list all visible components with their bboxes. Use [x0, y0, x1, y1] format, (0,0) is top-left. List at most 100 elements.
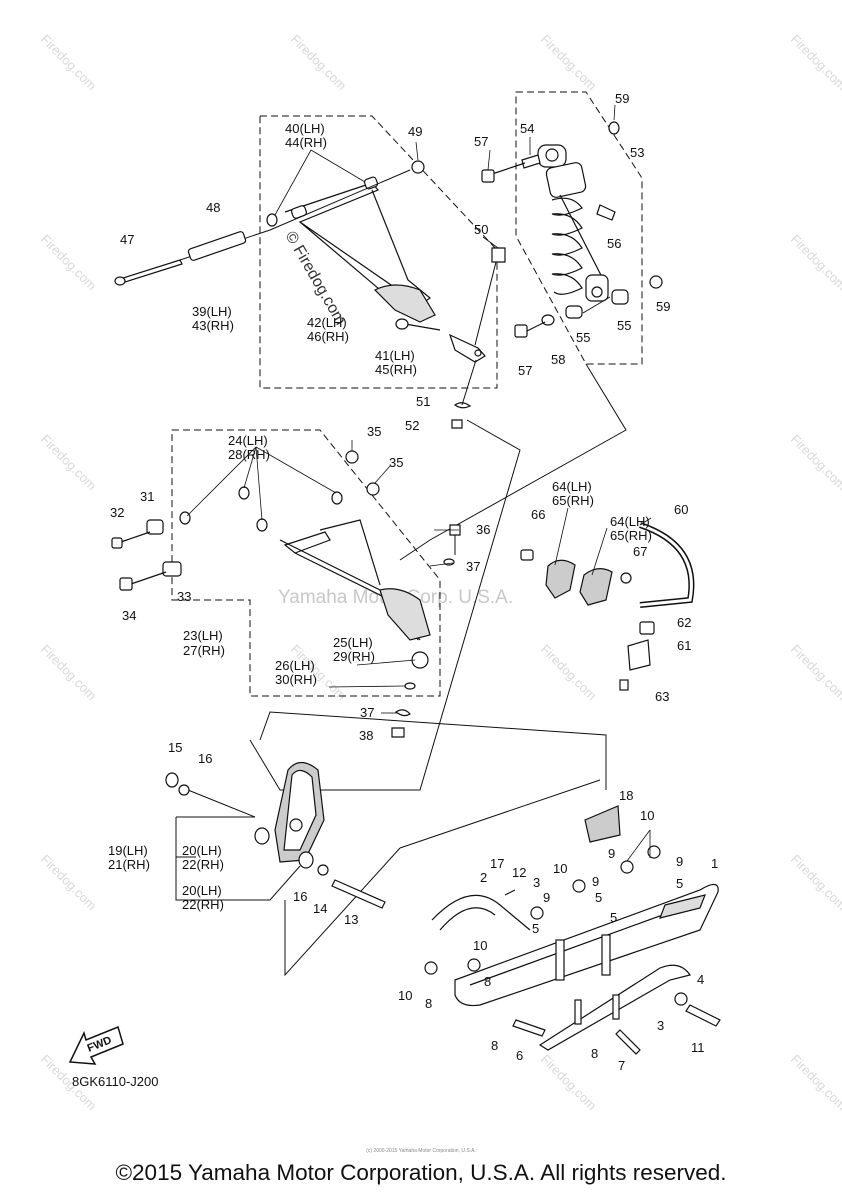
part-label-8: 8 [425, 996, 432, 1011]
part-label-3: 3 [657, 1018, 664, 1033]
part-labels: 1 2 3 3 4 5 5 5 5 6 7 8 8 8 8 9 9 9 9 10… [108, 91, 718, 1073]
part-label-31: 31 [140, 489, 154, 504]
part-label-63: 63 [655, 689, 669, 704]
copyright-footer: ©2015 Yamaha Motor Corporation, U.S.A. A… [115, 1160, 727, 1185]
part-label-43: 43(RH) [192, 318, 234, 333]
part-label-23: 23(LH) [183, 628, 223, 643]
part-label-10: 10 [640, 808, 654, 823]
part-label-9: 9 [592, 874, 599, 889]
part-label-52: 52 [405, 418, 419, 433]
part-label-28: 28(RH) [228, 447, 270, 462]
watermark-text: Firedog.com [788, 32, 842, 94]
part-label-16: 16 [198, 751, 212, 766]
watermark-text: Firedog.com [788, 642, 842, 704]
part-label-36: 36 [476, 522, 490, 537]
part-label-5: 5 [610, 910, 617, 925]
watermark-text: Firedog.com [538, 32, 600, 94]
part-label-4: 4 [697, 972, 704, 987]
part-label-19: 19(LH) [108, 843, 148, 858]
part-label-57: 57 [518, 363, 532, 378]
part-label-42: 42(LH) [307, 315, 347, 330]
part-label-55: 55 [576, 330, 590, 345]
part-label-7: 7 [618, 1058, 625, 1073]
part-label-46: 46(RH) [307, 329, 349, 344]
fine-print: (c) 2000-2015 Yamaha Motor Corporation, … [366, 1148, 476, 1154]
part-label-8: 8 [491, 1038, 498, 1053]
leader-lines [186, 104, 652, 862]
fwd-arrow: FWD [68, 1025, 124, 1065]
part-label-20: 20(LH) [182, 883, 222, 898]
part-label-6: 6 [516, 1048, 523, 1063]
part-label-25: 25(LH) [333, 635, 373, 650]
part-label-15: 15 [168, 740, 182, 755]
part-label-9: 9 [543, 890, 550, 905]
lower-a-arm [111, 450, 461, 738]
part-label-53: 53 [630, 145, 644, 160]
watermark-text: Firedog.com [788, 1052, 842, 1114]
part-label-2: 2 [480, 870, 487, 885]
part-label-60: 60 [674, 502, 688, 517]
part-label-34: 34 [122, 608, 136, 623]
part-label-17: 17 [490, 856, 504, 871]
part-label-11: 11 [691, 1040, 705, 1055]
watermark-text: Firedog.com [288, 32, 350, 94]
watermark-text: Firedog.com [38, 432, 100, 494]
part-label-22: 22(RH) [182, 897, 224, 912]
part-label-40: 40(LH) [285, 121, 325, 136]
part-label-22: 22(RH) [182, 857, 224, 872]
watermark-text: Firedog.com [788, 852, 842, 914]
part-label-55: 55 [617, 318, 631, 333]
part-label-18: 18 [619, 788, 633, 803]
part-label-9: 9 [608, 846, 615, 861]
part-label-41: 41(LH) [375, 348, 415, 363]
watermark-layer: Firedog.com Firedog.com Firedog.com Fire… [38, 32, 842, 1114]
part-label-24: 24(LH) [228, 433, 268, 448]
part-label-65: 65(RH) [552, 493, 594, 508]
part-label-57: 57 [474, 134, 488, 149]
part-label-35: 35 [389, 455, 403, 470]
part-label-5: 5 [595, 890, 602, 905]
part-label-3: 3 [533, 875, 540, 890]
upper-arm-group-outline [259, 115, 498, 389]
shock-group-outline [515, 91, 643, 365]
part-label-29: 29(RH) [333, 649, 375, 664]
spindle [165, 761, 386, 909]
part-label-44: 44(RH) [285, 135, 327, 150]
part-label-37: 37 [466, 559, 480, 574]
part-label-10: 10 [398, 988, 412, 1003]
part-label-10: 10 [553, 861, 567, 876]
part-label-32: 32 [110, 505, 124, 520]
part-label-66: 66 [531, 507, 545, 522]
part-label-62: 62 [677, 615, 691, 630]
shock-absorber [481, 121, 663, 338]
part-label-39: 39(LH) [192, 304, 232, 319]
part-label-13: 13 [344, 912, 358, 927]
part-label-49: 49 [408, 124, 422, 139]
part-label-50: 50 [474, 222, 488, 237]
watermark-text: Firedog.com [788, 432, 842, 494]
part-label-59: 59 [615, 91, 629, 106]
part-label-20: 20(LH) [182, 843, 222, 858]
part-label-1: 1 [711, 856, 718, 871]
watermark-text: Firedog.com [38, 852, 100, 914]
part-label-45: 45(RH) [375, 362, 417, 377]
part-label-12: 12 [512, 865, 526, 880]
watermark-text: Firedog.com [788, 232, 842, 294]
part-label-8: 8 [591, 1046, 598, 1061]
watermark-text: Firedog.com [538, 642, 600, 704]
part-label-64: 64(LH) [552, 479, 592, 494]
part-label-21: 21(RH) [108, 857, 150, 872]
diagonal-watermark: © Firedog.com [282, 229, 349, 329]
part-label-16: 16 [293, 889, 307, 904]
ski [424, 805, 721, 1055]
diagram-code: 8GK6110-J200 [72, 1074, 159, 1089]
part-label-9: 9 [676, 854, 683, 869]
part-label-14: 14 [313, 901, 327, 916]
watermark-text: Firedog.com [38, 232, 100, 294]
part-label-26: 26(LH) [275, 658, 315, 673]
watermark-text: Firedog.com [38, 642, 100, 704]
part-label-30: 30(RH) [275, 672, 317, 687]
upper-a-arm [114, 160, 506, 429]
part-label-51: 51 [416, 394, 430, 409]
